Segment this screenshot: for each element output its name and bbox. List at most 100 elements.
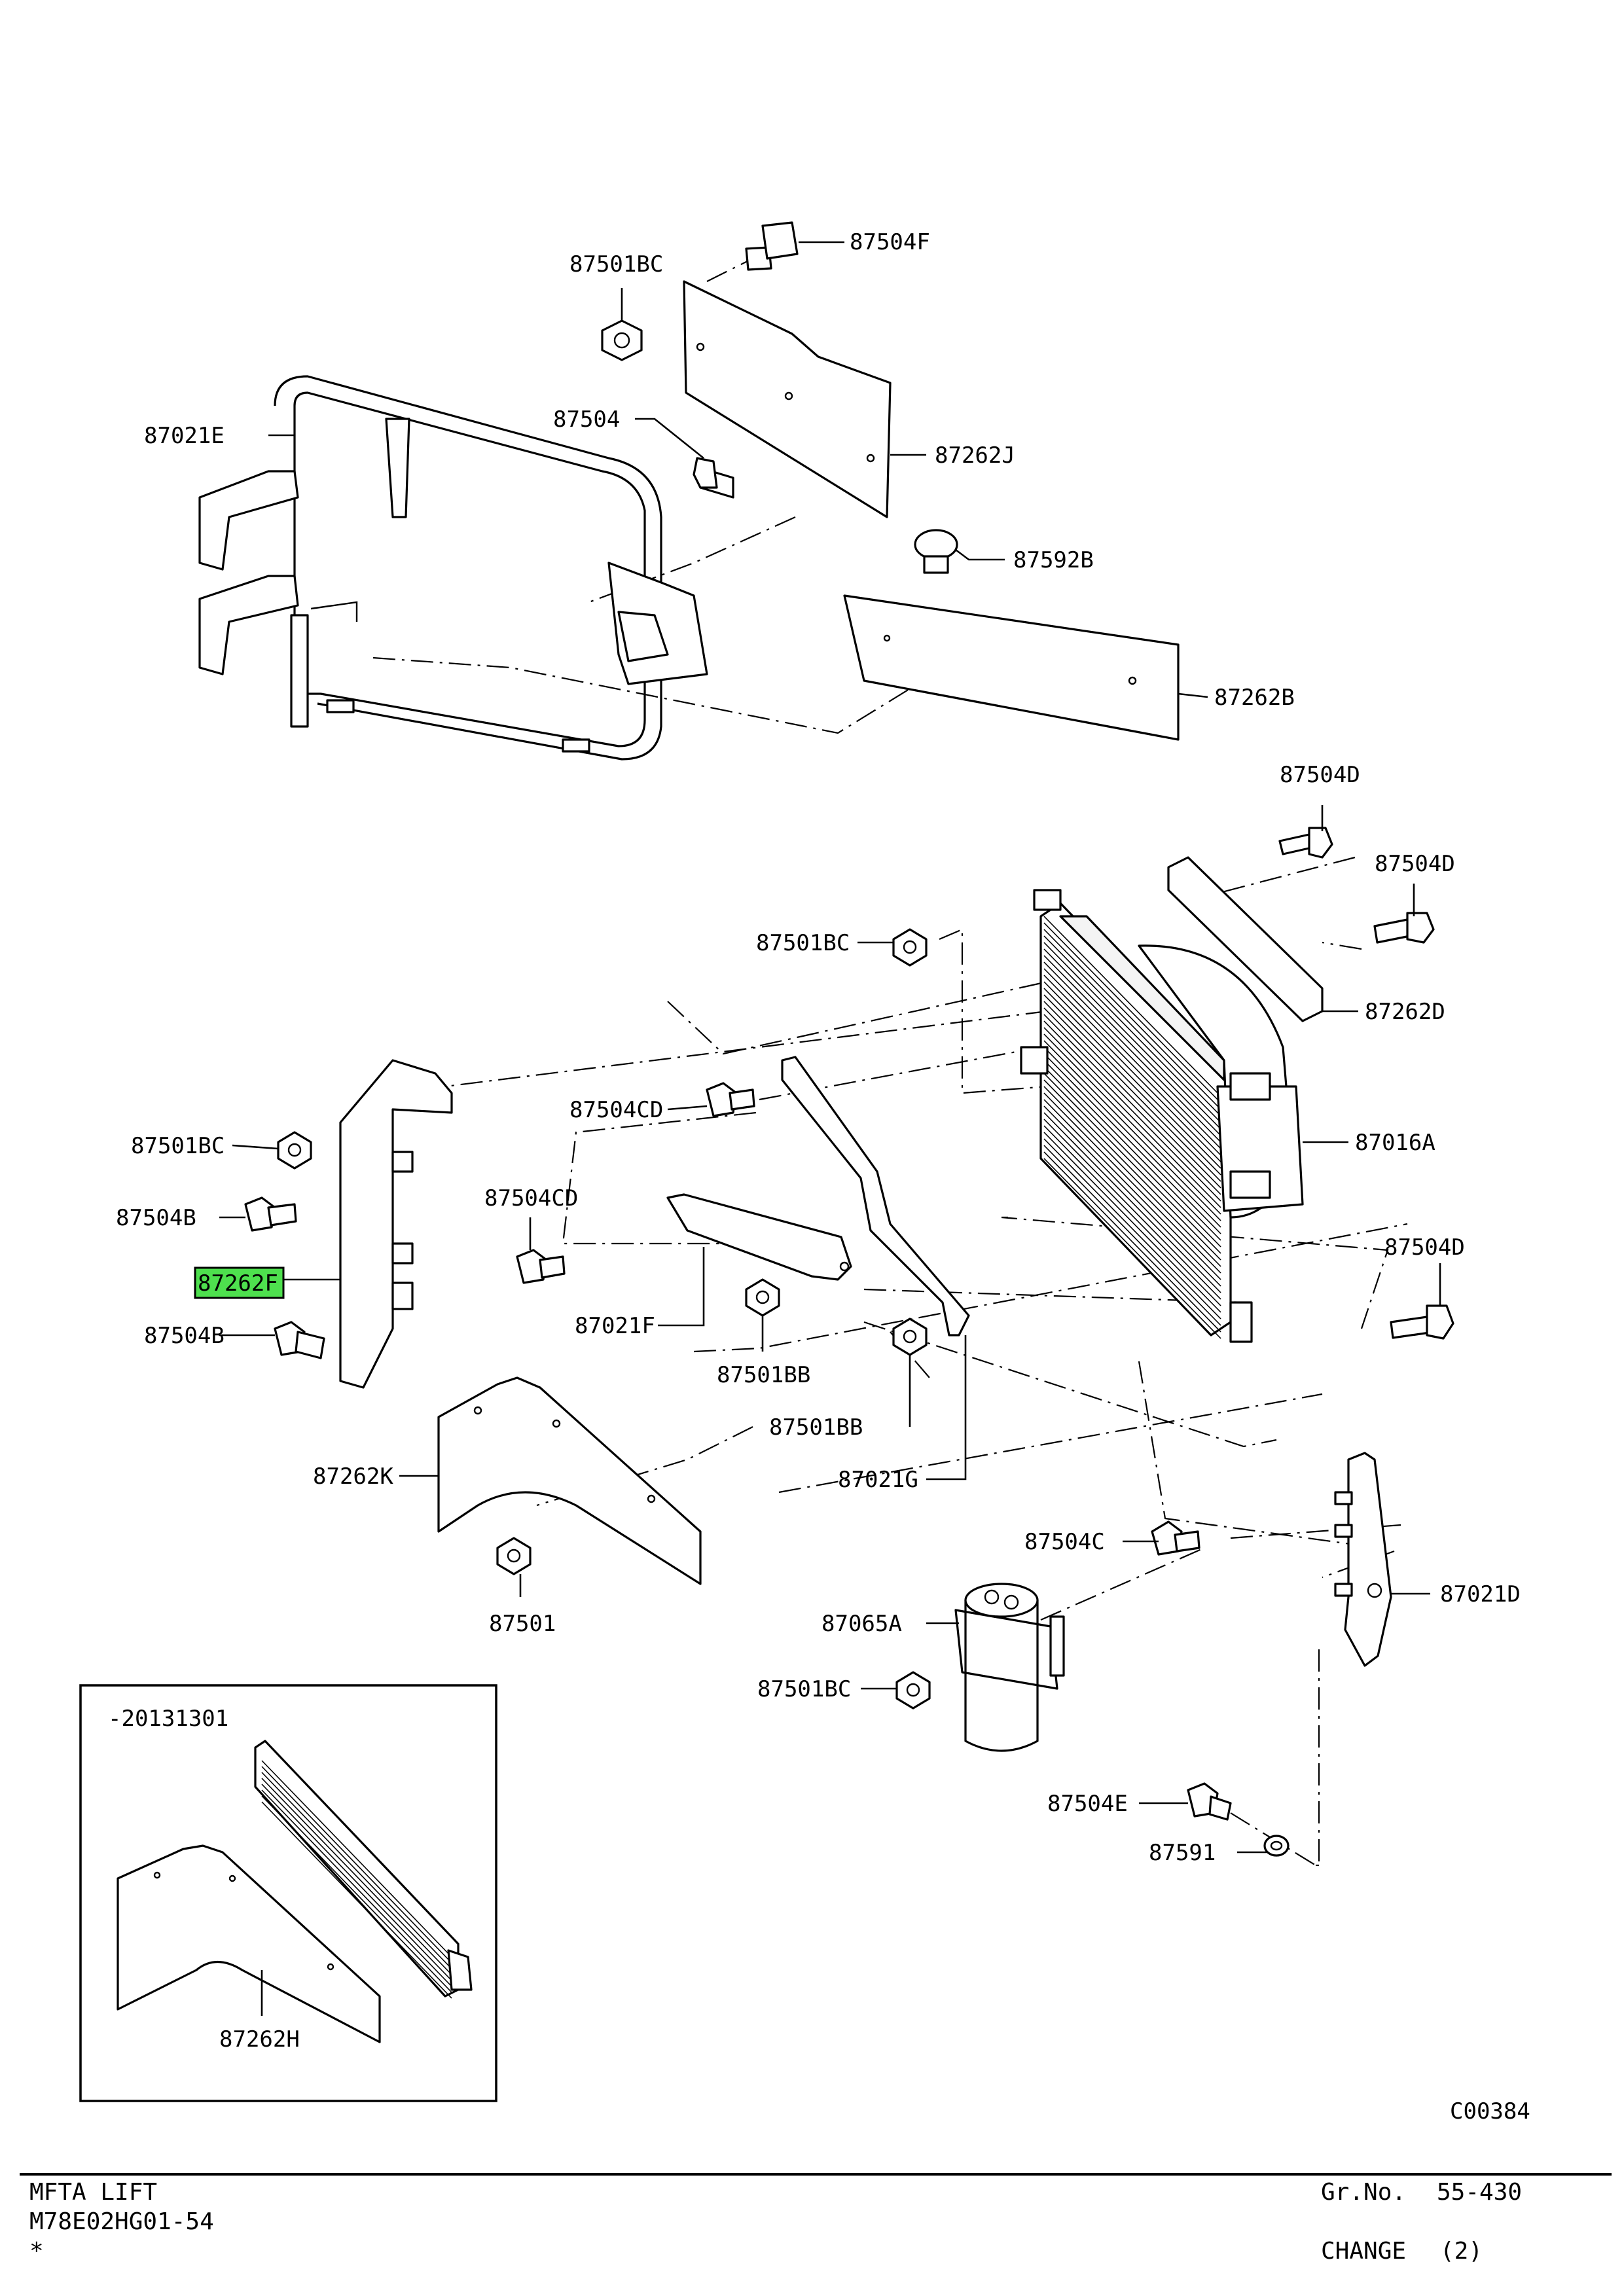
label-87504C[interactable]: 87504C (1024, 1529, 1105, 1555)
inset-fin (261, 1772, 452, 1969)
condenser-fin (1043, 1073, 1221, 1254)
condenser-fin (1043, 1014, 1221, 1195)
label-87501BC-mid[interactable]: 87501BC (756, 930, 850, 956)
label-inset-date: -20131301 (108, 1706, 228, 1732)
inset-fins (261, 1760, 452, 1999)
label-87501BC-left[interactable]: 87501BC (131, 1133, 225, 1159)
label-87592B[interactable]: 87592B (1013, 547, 1094, 573)
shroud-87262K (437, 1376, 702, 1585)
label-87504D-3[interactable]: 87504D (1384, 1234, 1465, 1261)
condenser-fin (1043, 942, 1221, 1123)
condenser-fin (1043, 1060, 1221, 1241)
condenser-fin (1043, 1151, 1221, 1333)
condenser-fin (1043, 955, 1221, 1136)
plate-87262B (843, 594, 1180, 741)
inset-fin (261, 1795, 452, 1993)
label-87504E[interactable]: 87504E (1047, 1791, 1128, 1817)
condenser-fin (1043, 948, 1221, 1130)
condenser-fin (1043, 1158, 1221, 1339)
label-87065A[interactable]: 87065A (821, 1611, 902, 1637)
label-87504CD-1[interactable]: 87504CD (569, 1097, 663, 1123)
condenser-fin (1043, 981, 1221, 1162)
condenser-fins (1043, 916, 1221, 1339)
label-87262J[interactable]: 87262J (935, 442, 1015, 469)
condenser-fin (1043, 1001, 1221, 1182)
label-87021D[interactable]: 87021D (1440, 1581, 1521, 1607)
condenser-fin (1043, 935, 1221, 1117)
label-87021F[interactable]: 87021F (575, 1313, 655, 1339)
condenser-87016A (1020, 889, 1304, 1343)
bracket-87021G (781, 1056, 970, 1336)
inset-fin (261, 1789, 452, 1987)
label-87021G[interactable]: 87021G (838, 1467, 918, 1493)
label-87262F[interactable]: 87262F (198, 1270, 278, 1297)
condenser-fin (1043, 988, 1221, 1169)
label-87504D-2[interactable]: 87504D (1375, 851, 1455, 877)
condenser-fin (1043, 1053, 1221, 1234)
inset-fin (261, 1766, 452, 1964)
footer-catalog-code: M78E02HG01-54 (29, 2208, 214, 2235)
label-87504D-1[interactable]: 87504D (1280, 762, 1360, 788)
label-87262H[interactable]: 87262H (219, 2026, 300, 2053)
highlight-87262F-box (194, 1266, 285, 1299)
condenser-fin (1043, 1112, 1221, 1293)
condenser-fin (1043, 961, 1221, 1143)
label-87501BC-top[interactable]: 87501BC (569, 251, 663, 278)
condenser-fin (1043, 1099, 1221, 1280)
condenser-fin (1043, 975, 1221, 1156)
condenser-fin (1043, 1145, 1221, 1326)
condenser-fin (1043, 994, 1221, 1175)
condenser-fin (1043, 968, 1221, 1149)
condenser-fin (1043, 1047, 1221, 1228)
fasteners-lower (244, 827, 1454, 1857)
label-87262D[interactable]: 87262D (1365, 999, 1445, 1025)
condenser-fin (1043, 1138, 1221, 1319)
label-87262B[interactable]: 87262B (1214, 685, 1295, 711)
label-87504B-1[interactable]: 87504B (116, 1205, 196, 1231)
footer-model: MFTA LIFT (29, 2179, 158, 2206)
inset-pre-2013 (79, 1684, 497, 2102)
label-87504[interactable]: 87504 (553, 406, 620, 433)
label-87504B-2[interactable]: 87504B (144, 1323, 225, 1349)
bracket-87021F (666, 1193, 852, 1281)
label-87501BB-1[interactable]: 87501BB (717, 1362, 810, 1388)
condenser-fin (1043, 1020, 1221, 1202)
label-87501BC-bot[interactable]: 87501BC (757, 1676, 851, 1702)
leader-lines (219, 241, 1441, 1854)
condenser-fin (1043, 1086, 1221, 1267)
label-87262K[interactable]: 87262K (313, 1463, 393, 1490)
fasteners-top (601, 221, 958, 574)
inset-fin (261, 1784, 452, 1981)
condenser-fin (1043, 929, 1221, 1110)
condenser-fin (1043, 1132, 1221, 1313)
plate-87262J (683, 280, 892, 518)
label-87501[interactable]: 87501 (489, 1611, 556, 1637)
inset-fin (261, 1801, 452, 1999)
label-87016A[interactable]: 87016A (1355, 1130, 1435, 1156)
part-labels: 87504F 87501BC 87021E 87504 87262J 87592… (108, 229, 1530, 2125)
label-87504CD-2[interactable]: 87504CD (484, 1185, 578, 1211)
dryer-87065A (954, 1583, 1065, 1752)
frame-87021E (198, 375, 708, 761)
label-87591[interactable]: 87591 (1149, 1840, 1216, 1866)
label-87021E[interactable]: 87021E (144, 423, 225, 449)
label-87504F[interactable]: 87504F (850, 229, 930, 255)
condenser-fin (1043, 1125, 1221, 1306)
footer-group-value: 55-430 (1437, 2179, 1523, 2206)
footer-change-value: (2) (1440, 2238, 1483, 2265)
figure-code: C00384 (1450, 2098, 1530, 2125)
condenser-fin (1043, 1040, 1221, 1221)
condenser-fin (1043, 1092, 1221, 1274)
condenser-fin (1043, 1027, 1221, 1208)
bracket-87021D (1334, 1452, 1392, 1667)
footer-marker: * (29, 2238, 44, 2265)
condenser-fin (1043, 1105, 1221, 1287)
inset-fin (261, 1778, 452, 1975)
condenser-fin (1043, 1079, 1221, 1261)
condenser-fin (1043, 916, 1221, 1097)
condenser-fin (1043, 1007, 1221, 1189)
label-87501BB-2[interactable]: 87501BB (769, 1414, 863, 1441)
condenser-fin (1043, 1066, 1221, 1247)
footer-change-label: CHANGE (1321, 2238, 1407, 2265)
